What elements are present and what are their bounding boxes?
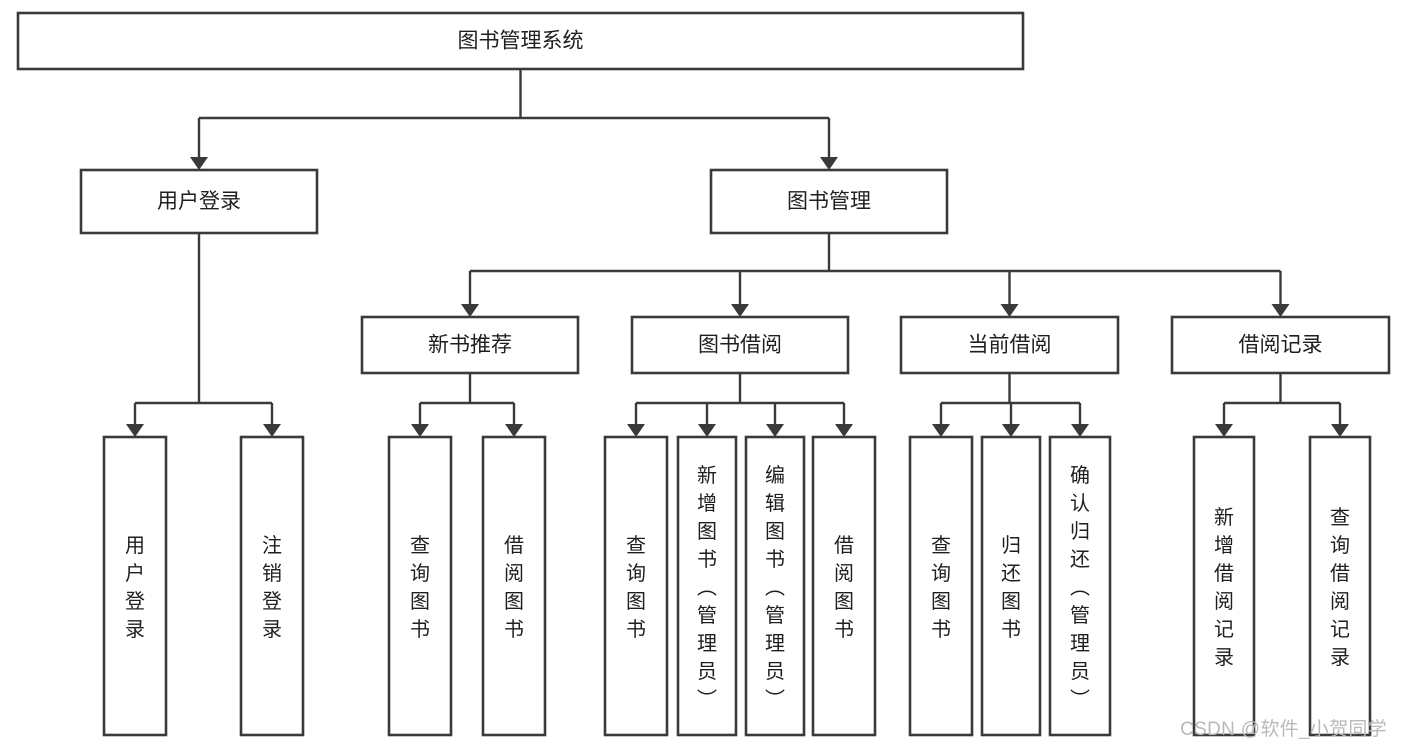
node-box xyxy=(709,168,949,235)
connector-arrow-icon xyxy=(1000,304,1019,317)
node-label: 用户登录 xyxy=(157,190,241,213)
connector-arrow-icon xyxy=(461,304,479,317)
node-label: 归还图书 xyxy=(1001,534,1021,641)
node-leaf-query-book-3[interactable]: 查询图书 xyxy=(908,435,974,737)
node-layer: 图书管理系统用户登录图书管理新书推荐图书借阅当前借阅借阅记录用户登录注销登录查询… xyxy=(16,11,1391,737)
node-current-borrow[interactable]: 当前借阅 xyxy=(899,315,1120,375)
connector-arrow-icon xyxy=(820,157,838,170)
node-leaf-borrow-book-2[interactable]: 借阅图书 xyxy=(811,435,877,737)
edge-layer xyxy=(126,69,1349,437)
node-box xyxy=(360,315,580,375)
connector-group xyxy=(468,233,1282,305)
connector-arrow-icon xyxy=(627,424,645,437)
node-leaf-user-login[interactable]: 用户登录 xyxy=(102,435,168,737)
node-box xyxy=(603,435,669,737)
node-box xyxy=(239,435,305,737)
node-label: 图书借阅 xyxy=(698,334,782,357)
connector-arrow-icon xyxy=(766,424,784,437)
connector-arrow-icon xyxy=(1215,424,1233,437)
connector-arrow-icon xyxy=(411,424,429,437)
node-box xyxy=(908,435,974,737)
node-label: 查询图书 xyxy=(626,534,646,641)
connector-arrow-icon xyxy=(126,424,144,437)
node-box xyxy=(811,435,877,737)
node-label: 查询借阅记录 xyxy=(1330,506,1350,669)
connector-group xyxy=(1222,373,1342,425)
connector-group xyxy=(133,233,274,425)
node-box xyxy=(481,435,547,737)
node-label: 图书管理 xyxy=(787,190,871,213)
node-box xyxy=(630,315,850,375)
connector-group xyxy=(197,69,831,158)
node-label: 注销登录 xyxy=(262,534,282,641)
node-box xyxy=(387,435,453,737)
node-label: 图书管理系统 xyxy=(458,30,584,53)
connector-arrow-icon xyxy=(835,424,853,437)
node-root[interactable]: 图书管理系统 xyxy=(16,11,1025,71)
node-leaf-borrow-book-1[interactable]: 借阅图书 xyxy=(481,435,547,737)
connector-arrow-icon xyxy=(932,424,950,437)
node-label: 借阅记录 xyxy=(1239,334,1323,357)
node-box xyxy=(980,435,1042,737)
connector-arrow-icon xyxy=(263,424,281,437)
node-box xyxy=(1308,435,1372,737)
node-label: 查询图书 xyxy=(931,534,951,641)
node-box xyxy=(1048,435,1112,737)
node-label: 新增借阅记录 xyxy=(1214,506,1234,669)
connector-arrow-icon xyxy=(698,424,716,437)
node-box xyxy=(744,435,806,737)
node-label: 借阅图书 xyxy=(504,534,524,641)
node-user-login[interactable]: 用户登录 xyxy=(79,168,319,235)
connector-arrow-icon xyxy=(190,157,208,170)
connector-arrow-icon xyxy=(1071,424,1089,437)
connector-group xyxy=(418,373,516,425)
node-leaf-return-book[interactable]: 归还图书 xyxy=(980,435,1042,737)
node-label: 当前借阅 xyxy=(968,334,1052,357)
node-leaf-confirm-return[interactable]: 确认归还︵管理员︶ xyxy=(1048,435,1112,737)
node-label: 确认归还︵管理员︶ xyxy=(1070,464,1090,711)
node-label: 编辑图书︵管理员︶ xyxy=(765,464,785,711)
node-label: 用户登录 xyxy=(125,535,145,641)
node-new-book-rec[interactable]: 新书推荐 xyxy=(360,315,580,375)
connector-group xyxy=(939,373,1082,425)
node-box xyxy=(16,11,1025,71)
connector-arrow-icon xyxy=(1271,304,1290,317)
node-label: 新增图书︵管理员︶ xyxy=(697,464,717,711)
node-leaf-add-book[interactable]: 新增图书︵管理员︶ xyxy=(676,435,738,737)
connector-arrow-icon xyxy=(505,424,523,437)
node-leaf-add-record[interactable]: 新增借阅记录 xyxy=(1192,435,1256,737)
node-label: 查询图书 xyxy=(410,534,430,641)
node-label: 新书推荐 xyxy=(428,334,512,357)
node-box xyxy=(1192,435,1256,737)
node-box xyxy=(79,168,319,235)
node-box xyxy=(676,435,738,737)
connector-arrow-icon xyxy=(731,304,749,317)
node-leaf-query-book-2[interactable]: 查询图书 xyxy=(603,435,669,737)
connector-group xyxy=(634,373,846,425)
node-leaf-user-logout[interactable]: 注销登录 xyxy=(239,435,305,737)
node-leaf-query-record[interactable]: 查询借阅记录 xyxy=(1308,435,1372,737)
node-book-manage[interactable]: 图书管理 xyxy=(709,168,949,235)
node-label: 借阅图书 xyxy=(834,534,854,641)
node-leaf-edit-book[interactable]: 编辑图书︵管理员︶ xyxy=(744,435,806,737)
node-leaf-query-book-1[interactable]: 查询图书 xyxy=(387,435,453,737)
connector-arrow-icon xyxy=(1331,424,1349,437)
node-book-borrow[interactable]: 图书借阅 xyxy=(630,315,850,375)
node-box xyxy=(102,435,168,737)
node-borrow-record[interactable]: 借阅记录 xyxy=(1170,315,1391,375)
node-box xyxy=(899,315,1120,375)
connector-arrow-icon xyxy=(1002,424,1020,437)
node-box xyxy=(1170,315,1391,375)
